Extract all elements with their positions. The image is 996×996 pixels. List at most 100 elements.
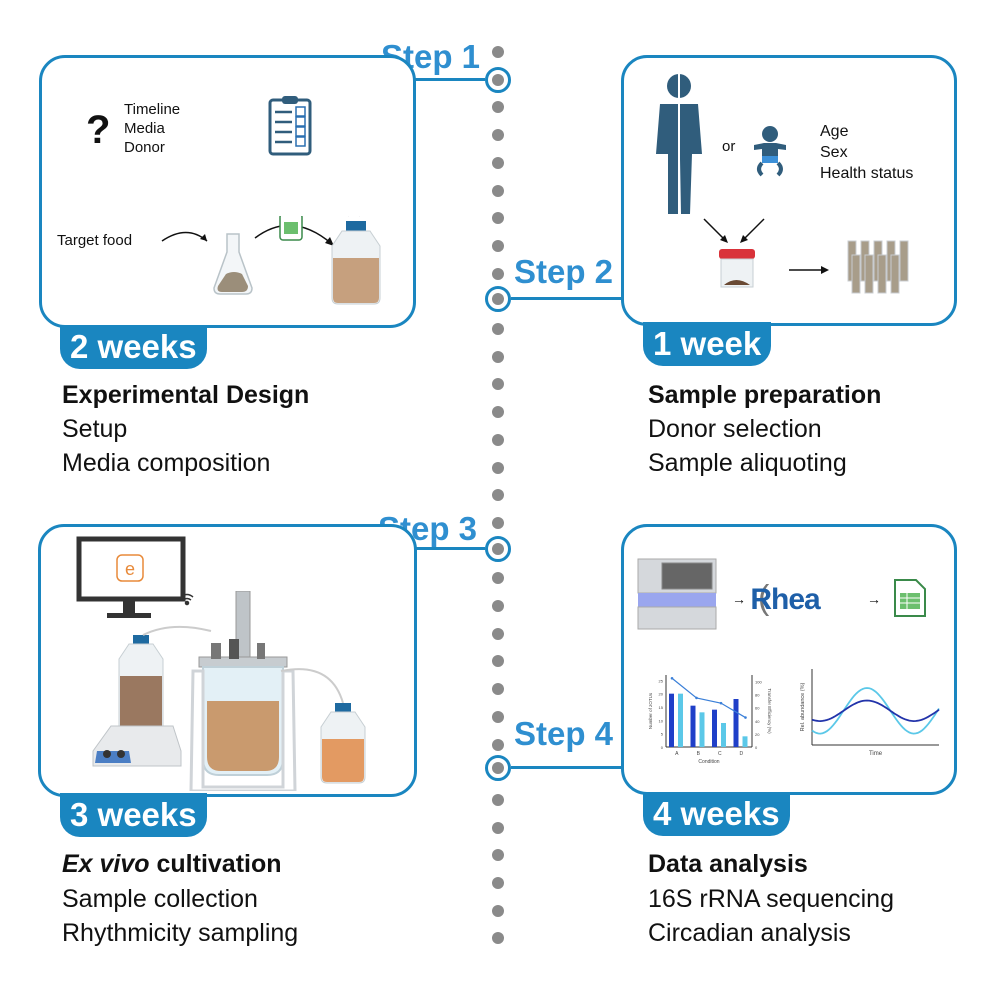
y-tick-label: 5 (661, 732, 664, 737)
timeline-dot (492, 323, 504, 335)
y-tick-label: 0 (661, 745, 664, 750)
question-mark-icon: ? (86, 108, 111, 152)
rhea-logo: (Rhea (750, 579, 820, 617)
y-tick-label: 25 (659, 678, 664, 683)
y2-tick-label: 60 (755, 706, 760, 711)
y-tick-label: 10 (659, 718, 664, 723)
consideration-item: Media (124, 120, 165, 137)
step-1-detail: Setup (62, 415, 128, 443)
x-tick-label: A (675, 751, 679, 757)
spreadsheet-icon (894, 579, 926, 617)
circadian-line-chart: Time Rel. abundance (%) (800, 669, 940, 757)
media-bottle-icon (331, 216, 381, 305)
timeline-dot (492, 600, 504, 612)
timeline-dot (492, 101, 504, 114)
series-line-light (811, 687, 940, 735)
bioreactor-setup (92, 591, 366, 791)
step-2-duration-badge: 1 week (643, 322, 772, 366)
step-1-title: Experimental Design (62, 381, 310, 409)
monitor-icon: e (76, 536, 194, 618)
bar (712, 709, 717, 747)
step-1-detail: Media composition (62, 449, 271, 477)
series-line-dark (811, 699, 940, 723)
bioreactor-icon (189, 591, 297, 791)
consideration-item: Donor (124, 139, 165, 156)
step-2-card: or Age Sex Health status (621, 55, 957, 326)
timeline-dot (492, 46, 504, 58)
timeline-dot (492, 239, 504, 252)
step-4-connector (511, 766, 624, 769)
checklist-clipboard-icon (268, 96, 312, 156)
timeline-dot (492, 710, 504, 723)
step-1-marker (485, 67, 511, 93)
step-4-marker (485, 755, 511, 781)
timeline-dot (492, 489, 504, 502)
donor-attributes: Age Sex Health status (820, 121, 913, 184)
timeline-dot (492, 683, 504, 696)
step-4-title: Data analysis (648, 850, 808, 878)
bar (721, 723, 726, 747)
efficiency-point (670, 676, 674, 680)
step-2-label: Step 2 (514, 253, 614, 290)
step-3-marker (485, 536, 511, 562)
step-4-duration-badge: 4 weeks (643, 792, 790, 836)
rhea-label: Rhea (750, 583, 820, 616)
timeline-dot (492, 129, 504, 142)
efficiency-point (719, 701, 723, 705)
step-3-title-italic: Ex vivo (62, 850, 150, 878)
donor-attribute: Sex (820, 144, 848, 161)
erlenmeyer-flask-icon (213, 233, 253, 295)
timeline-dot (492, 627, 504, 640)
bar (669, 693, 674, 747)
timeline-dot (492, 378, 504, 391)
arrow-icon: → (867, 591, 881, 607)
step-4-label: Step 4 (514, 715, 614, 752)
y2-tick-label: 80 (755, 693, 760, 698)
bar (733, 699, 739, 747)
timeline-dot (492, 212, 504, 225)
step-1-connector (412, 78, 485, 81)
feed-bottle-icon (118, 635, 164, 732)
step-3-title-rest: cultivation (149, 850, 282, 878)
preparation-flow (161, 216, 381, 305)
x-tick-label: C (718, 751, 722, 757)
timeline-dot (492, 849, 504, 862)
aliquot-tubes-icon (847, 240, 909, 294)
step-4-detail: Circadian analysis (648, 919, 851, 947)
timeline-dot (492, 821, 504, 834)
x-axis-label: Time (869, 751, 883, 757)
step-3-duration-badge: 3 weeks (60, 793, 207, 837)
consideration-item: Timeline (124, 101, 181, 118)
y-tick-label: 20 (659, 692, 664, 697)
timeline-dot (492, 184, 504, 197)
timeline-dot (492, 877, 504, 889)
y-axis-label: Number of zOTUs (648, 692, 653, 729)
step-2-title: Sample preparation (648, 381, 882, 409)
timeline-dot (492, 655, 504, 668)
timeline-dot (492, 904, 504, 917)
wifi-icon (180, 593, 194, 606)
x-axis-label: Condition (698, 759, 719, 765)
step-3-detail: Sample collection (62, 885, 258, 913)
step-2-detail: Donor selection (648, 415, 822, 443)
arrow-icon: → (732, 591, 746, 607)
step-2-detail: Sample aliquoting (648, 449, 847, 477)
step-3-connector (412, 547, 485, 550)
timeline-dot (492, 516, 504, 529)
timeline-dot (492, 932, 504, 945)
step-1-duration-badge: 2 weeks (60, 325, 207, 369)
efficiency-line (671, 677, 746, 719)
x-tick-label: D (739, 751, 743, 757)
spreadsheet-icon (279, 216, 303, 241)
baby-icon (754, 126, 786, 177)
stool-sample-jar-icon (719, 249, 755, 288)
timeline-dot (492, 738, 504, 751)
donor-attribute: Health status (820, 165, 914, 182)
bar (678, 693, 683, 747)
timeline-dot (492, 461, 504, 474)
y2-tick-label: 20 (755, 732, 760, 737)
monitor-logo: e (125, 559, 135, 579)
timeline-dot (492, 156, 504, 169)
y-axis-label: Rel. abundance (%) (800, 683, 806, 732)
magnetic-stirrer-icon (92, 725, 182, 767)
